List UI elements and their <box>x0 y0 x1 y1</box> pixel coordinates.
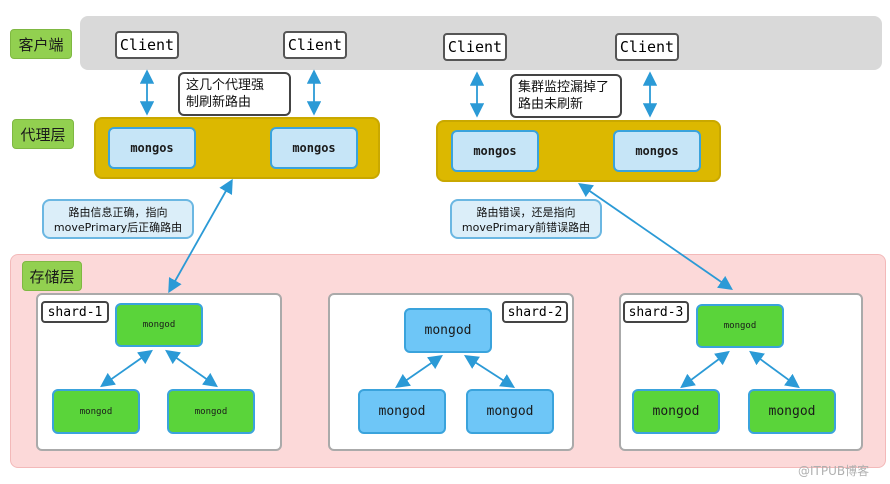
mongos-node: mongos <box>613 130 701 172</box>
mongod-primary: mongod <box>404 308 492 353</box>
mongos-shard3-arrow <box>578 182 733 291</box>
storage-layer-label: 存储层 <box>22 261 82 291</box>
mongod-secondary: mongod <box>748 389 836 434</box>
replica-arrow <box>100 349 153 388</box>
client-box: Client <box>615 33 679 61</box>
note-wrong-route: 路由错误，还是指向 movePrimary前错误路由 <box>450 199 602 239</box>
note-line: 制刷新路由 <box>186 95 252 110</box>
note-line: 集群监控漏掉了 <box>518 80 610 95</box>
client-box: Client <box>283 31 347 59</box>
proxy-layer-label: 代理层 <box>12 119 74 149</box>
mongod-secondary: mongod <box>466 389 554 434</box>
mongod-primary: mongod <box>115 303 203 347</box>
note-line: movePrimary后正确路由 <box>53 221 183 234</box>
mongos-node: mongos <box>108 127 196 169</box>
watermark: @ITPUB博客 <box>798 464 870 478</box>
replica-arrow <box>395 354 443 389</box>
mongos-shard1-arrow <box>168 178 233 294</box>
mongod-secondary: mongod <box>52 389 140 434</box>
mongos-node: mongos <box>451 130 539 172</box>
replica-arrow <box>749 350 800 389</box>
client-box: Client <box>443 33 507 61</box>
note-missed-refresh: 集群监控漏掉了 路由未刷新 <box>510 74 622 118</box>
note-force-refresh: 这几个代理强 制刷新路由 <box>178 72 291 116</box>
client-layer-label: 客户端 <box>10 29 72 59</box>
mongod-secondary: mongod <box>167 389 255 434</box>
note-line: 路由错误，还是指向 <box>476 206 576 219</box>
note-line: 这几个代理强 <box>186 78 265 93</box>
shard-label: shard-3 <box>623 301 689 323</box>
replica-arrow <box>463 355 516 388</box>
mongos-node: mongos <box>270 127 358 169</box>
note-line: 路由信息正确，指向 <box>68 206 168 219</box>
replica-arrow <box>165 349 218 388</box>
shard-label: shard-2 <box>502 301 568 323</box>
note-line: 路由未刷新 <box>518 97 584 112</box>
shard-label: shard-1 <box>41 301 109 323</box>
replica-arrow <box>680 350 730 389</box>
note-line: movePrimary前错误路由 <box>461 221 591 234</box>
mongod-secondary: mongod <box>358 389 446 434</box>
mongod-secondary: mongod <box>632 389 720 434</box>
client-box: Client <box>115 31 179 59</box>
mongod-primary: mongod <box>696 304 784 348</box>
